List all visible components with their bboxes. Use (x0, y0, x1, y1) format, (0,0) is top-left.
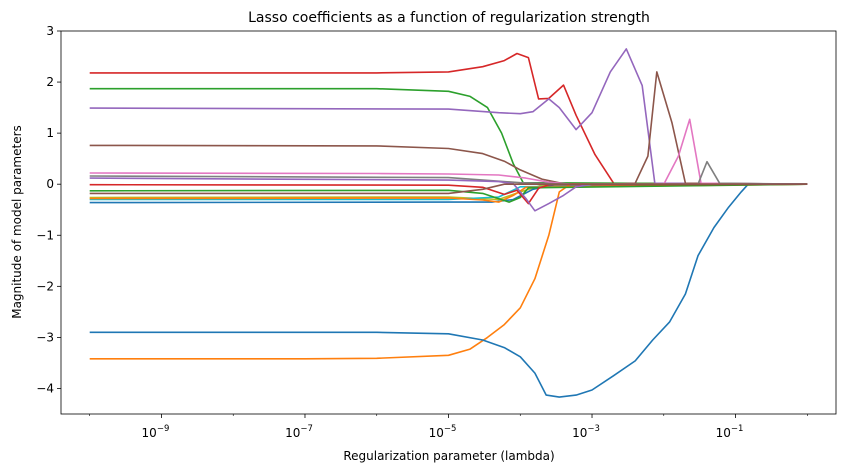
x-tick-label: 10−7 (285, 424, 313, 440)
y-axis: 3 2 1 0 −1 −2 −3 −4 (36, 24, 61, 395)
y-tick-label: 3 (46, 24, 54, 38)
series-line-14 (89, 183, 808, 205)
series-lines (89, 48, 808, 398)
y-tick-label: 0 (46, 177, 54, 191)
series-line-1 (89, 52, 808, 185)
y-tick-label: 2 (46, 75, 54, 89)
y-tick-label: −2 (36, 279, 54, 293)
x-axis-label: Regularization parameter (lambda) (343, 449, 554, 463)
y-axis-label: Magnitude of model parameters (10, 125, 24, 319)
series-line-13 (89, 183, 808, 203)
y-tick-label: 1 (46, 126, 54, 140)
x-tick-label: 10−5 (429, 424, 457, 440)
series-line-10 (89, 183, 808, 398)
series-line-2 (89, 87, 808, 185)
series-line-5 (89, 118, 808, 185)
series-line-12 (89, 183, 808, 203)
x-tick-label: 10−9 (142, 424, 170, 440)
x-tick-label: 10−1 (716, 424, 744, 440)
y-tick-label: −1 (36, 228, 54, 242)
series-line-15 (89, 177, 808, 212)
chart-title: Lasso coefficients as a function of regu… (248, 10, 650, 26)
x-tick-label: 10−3 (572, 424, 600, 440)
y-tick-label: −4 (36, 381, 54, 395)
series-line-3 (89, 48, 808, 185)
series-line-9 (89, 183, 808, 360)
y-tick-label: −3 (36, 330, 54, 344)
x-axis: 10−9 10−7 10−5 10−3 10−1 (89, 414, 808, 440)
series-line-16 (89, 183, 808, 195)
